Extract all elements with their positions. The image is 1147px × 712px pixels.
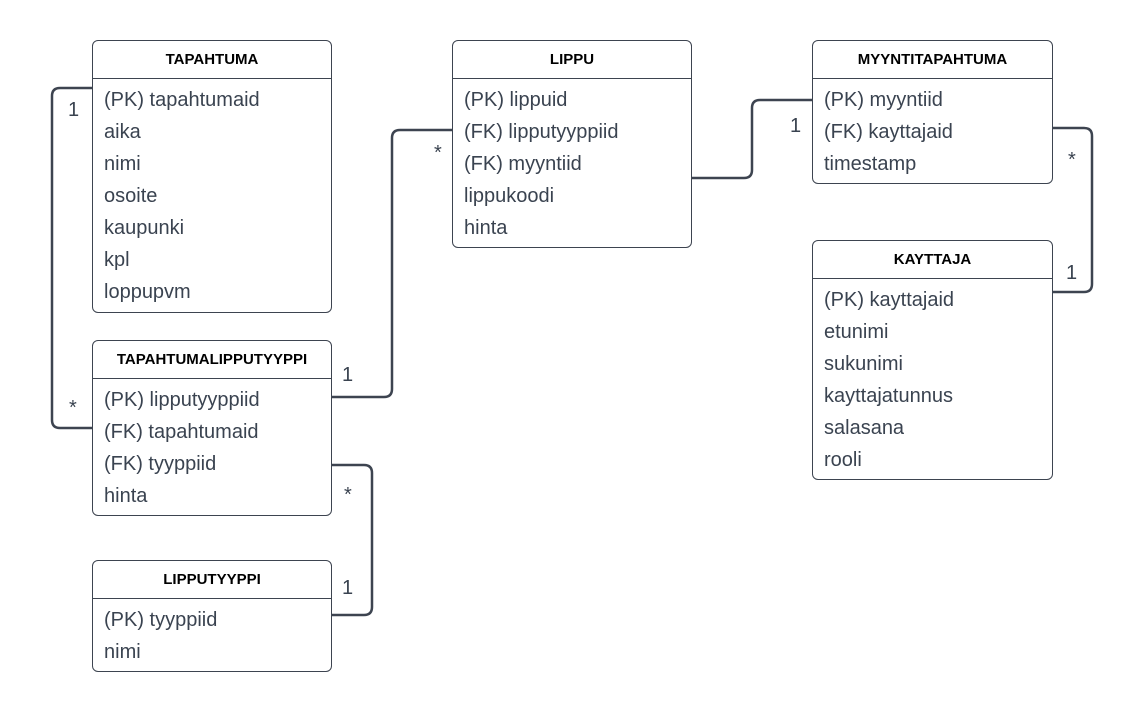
attribute: (PK) tapahtumaid <box>104 89 260 111</box>
attribute: kayttajatunnus <box>824 385 953 407</box>
attribute: (PK) kayttajaid <box>824 289 955 311</box>
attribute: etunimi <box>824 321 889 343</box>
entity-lipputyyppi[interactable]: LIPPUTYYPPI (PK) tyyppiid nimi <box>92 560 332 672</box>
entity-title: TAPAHTUMALIPPUTYYPPI <box>93 341 331 379</box>
attribute: hinta <box>464 217 508 239</box>
entity-lippu[interactable]: LIPPU (PK) lippuid (FK) lipputyyppiid (F… <box>452 40 692 248</box>
attribute: timestamp <box>824 153 917 175</box>
attribute: osoite <box>104 185 158 207</box>
cardinality-label: * <box>69 397 77 419</box>
attribute: aika <box>104 121 141 143</box>
attribute: rooli <box>824 449 862 471</box>
entity-kayttaja[interactable]: KAYTTAJA (PK) kayttajaid etunimi sukunim… <box>812 240 1053 480</box>
entity-title: MYYNTITAPAHTUMA <box>813 41 1052 79</box>
attribute: (PK) lipputyyppiid <box>104 389 260 411</box>
entity-title: KAYTTAJA <box>813 241 1052 279</box>
entity-tapahtumalipputyyppi[interactable]: TAPAHTUMALIPPUTYYPPI (PK) lipputyyppiid … <box>92 340 332 516</box>
attribute: nimi <box>104 641 141 663</box>
rel-lippu-myyntitapahtuma <box>692 98 813 180</box>
cardinality-label: 1 <box>790 115 802 137</box>
attribute: kpl <box>104 249 130 271</box>
attribute: hinta <box>104 485 148 507</box>
attribute: loppupvm <box>104 281 191 303</box>
attribute: salasana <box>824 417 905 439</box>
cardinality-label: * <box>344 484 352 506</box>
attribute: (FK) tapahtumaid <box>104 421 259 443</box>
rel-tapahtuma-tapahtumalipputyyppi <box>50 86 93 430</box>
cardinality-label: 1 <box>68 99 80 121</box>
rel-myyntitapahtuma-kayttaja <box>1052 126 1094 294</box>
cardinality-label: 1 <box>342 577 354 599</box>
attribute: (FK) kayttajaid <box>824 121 953 143</box>
entity-myyntitapahtuma[interactable]: MYYNTITAPAHTUMA (PK) myyntiid (FK) kaytt… <box>812 40 1053 184</box>
cardinality-label: 1 <box>342 364 354 386</box>
attribute: kaupunki <box>104 217 185 239</box>
cardinality-label: * <box>434 142 442 164</box>
attribute: (PK) lippuid <box>464 89 568 111</box>
attribute: lippukoodi <box>464 185 555 207</box>
entity-title: LIPPU <box>453 41 691 79</box>
entity-title: TAPAHTUMA <box>93 41 331 79</box>
rel-tapahtumalipputyyppi-lippu <box>332 128 453 399</box>
entity-title: LIPPUTYYPPI <box>93 561 331 599</box>
attribute: (FK) lipputyyppiid <box>464 121 619 143</box>
cardinality-label: * <box>1068 149 1076 171</box>
attribute: (PK) myyntiid <box>824 89 943 111</box>
attribute: (FK) tyyppiid <box>104 453 217 475</box>
attribute: nimi <box>104 153 141 175</box>
attribute: (FK) myyntiid <box>464 153 582 175</box>
attribute: (PK) tyyppiid <box>104 609 218 631</box>
cardinality-label: 1 <box>1066 262 1078 284</box>
rel-tapahtumalipputyyppi-lipputyyppi <box>332 463 374 617</box>
attribute: sukunimi <box>824 353 903 375</box>
entity-tapahtuma[interactable]: TAPAHTUMA (PK) tapahtumaid aika nimi oso… <box>92 40 332 313</box>
